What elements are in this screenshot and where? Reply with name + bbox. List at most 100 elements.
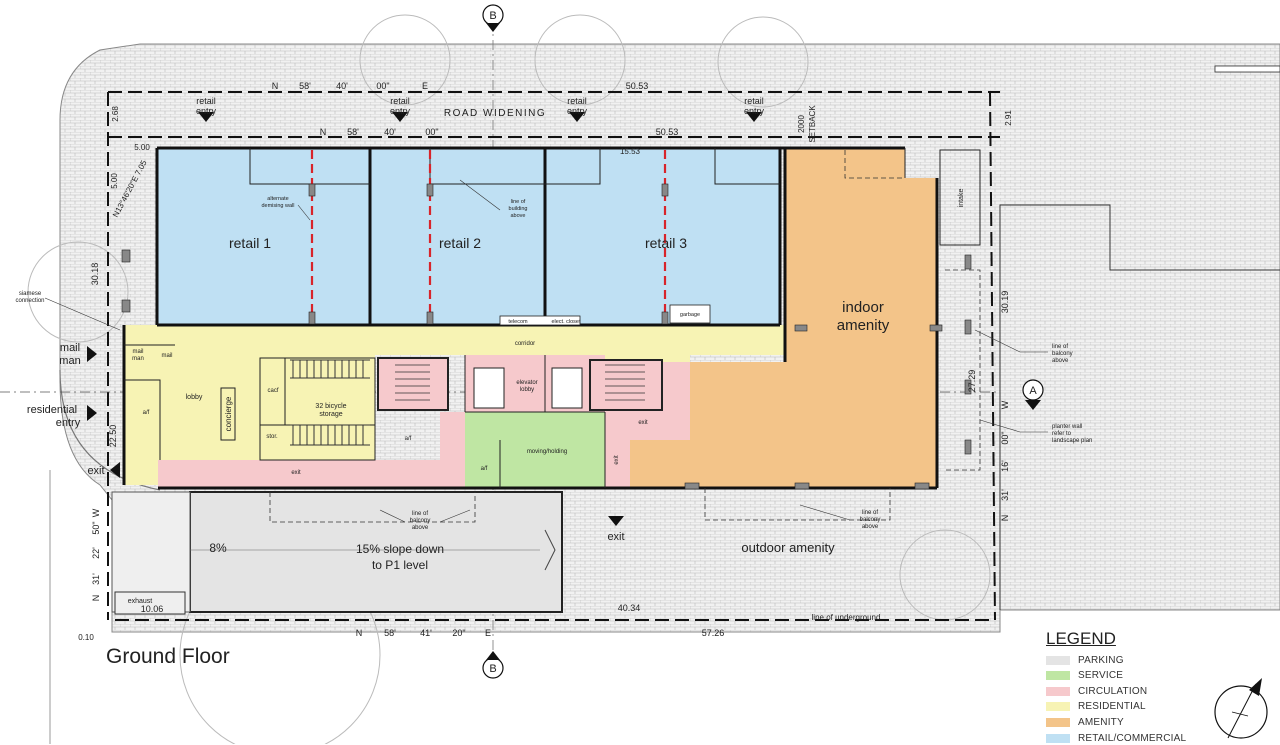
svg-text:B: B <box>489 663 496 675</box>
label-elevator-lobby: lobby <box>520 387 534 393</box>
svg-text:22.50: 22.50 <box>108 425 118 448</box>
svg-text:27.29: 27.29 <box>967 370 977 393</box>
svg-text:alternate: alternate <box>267 196 288 202</box>
property-lines <box>107 91 1000 621</box>
svg-text:line of underground: line of underground <box>812 613 881 622</box>
svg-text:building: building <box>509 206 528 212</box>
legend-swatch <box>1046 733 1070 743</box>
svg-text:30.19: 30.19 <box>1000 291 1010 314</box>
section-marker-b-top: B <box>482 4 504 32</box>
svg-text:40.34: 40.34 <box>618 603 641 613</box>
legend-item: RETAIL/COMMERCIAL <box>1046 731 1186 745</box>
svg-text:B: B <box>489 10 496 22</box>
demising-lines <box>310 150 667 323</box>
svg-text:2000: 2000 <box>797 115 806 133</box>
svg-text:balcony: balcony <box>1052 351 1073 357</box>
label-elevator: elevator <box>516 380 537 386</box>
svg-text:exit: exit <box>87 465 104 477</box>
label-garbage: garbage <box>680 312 700 318</box>
svg-text:N: N <box>356 628 363 638</box>
svg-text:58': 58' <box>299 81 311 91</box>
neighbour-box <box>1214 65 1280 73</box>
svg-text:siamese: siamese <box>19 291 42 297</box>
legend-item: AMENITY <box>1046 715 1124 729</box>
svg-text:balcony: balcony <box>860 517 881 523</box>
svg-text:58': 58' <box>347 127 359 137</box>
svg-text:entry: entry <box>567 106 588 116</box>
svg-text:entry: entry <box>196 106 217 116</box>
svg-text:above: above <box>412 525 429 531</box>
label-indoor: indoor <box>842 299 884 316</box>
svg-text:W: W <box>1000 400 1010 409</box>
exhaust-box <box>114 591 186 615</box>
intake-box <box>939 149 981 246</box>
svg-text:N: N <box>1000 515 1010 522</box>
svg-text:10.06: 10.06 <box>141 604 164 614</box>
svg-text:entry: entry <box>56 417 81 429</box>
label-bicycle-2: storage <box>319 411 342 418</box>
ramp-arrow <box>544 529 556 571</box>
stair-right <box>589 359 663 411</box>
retail-storefront-1 <box>250 148 370 184</box>
svg-text:entry: entry <box>390 106 411 116</box>
label-corridor: corridor <box>515 341 535 347</box>
neighbour-building <box>999 204 1280 610</box>
concierge-desk <box>220 387 236 441</box>
svg-text:line of: line of <box>511 199 526 205</box>
label-mail: mail <box>161 353 172 359</box>
svg-text:N: N <box>91 595 101 602</box>
label-retail-2: retail 2 <box>439 235 481 251</box>
label-exit-r1: exit <box>638 420 648 426</box>
parking-ramp <box>189 491 563 613</box>
svg-text:50.53: 50.53 <box>656 127 679 137</box>
label-exit-corridor: exit <box>291 470 301 476</box>
svg-text:50.53: 50.53 <box>626 81 649 91</box>
legend-label: CIRCULATION <box>1078 685 1148 697</box>
svg-text:mail: mail <box>60 342 80 354</box>
svg-text:retail: retail <box>567 96 587 106</box>
label-elect-closet: elect. closet <box>551 319 581 325</box>
legend-title: LEGEND <box>1046 629 1116 648</box>
svg-text:0.10: 0.10 <box>78 633 94 642</box>
svg-text:line of: line of <box>1052 344 1068 350</box>
svg-text:22': 22' <box>91 547 101 559</box>
legend-swatch <box>1046 655 1070 665</box>
svg-text:15.53: 15.53 <box>620 147 641 156</box>
label-outdoor-amenity: outdoor amenity <box>741 540 835 555</box>
legend-label: SERVICE <box>1078 670 1124 682</box>
svg-text:entry: entry <box>744 106 765 116</box>
svg-text:above: above <box>862 524 879 530</box>
label-retail-3: retail 3 <box>645 235 687 251</box>
svg-text:00": 00" <box>376 81 389 91</box>
svg-text:5.00: 5.00 <box>134 143 150 152</box>
service-zone <box>465 412 605 488</box>
svg-text:N: N <box>272 81 279 91</box>
svg-text:residential: residential <box>27 404 77 416</box>
svg-text:retail: retail <box>196 96 216 106</box>
elevators <box>473 367 583 409</box>
legend-label: RETAIL/COMMERCIAL <box>1078 732 1187 744</box>
legend-swatch <box>1046 702 1070 712</box>
legend-swatch <box>1046 686 1070 696</box>
label-af-2: a/f <box>405 436 412 442</box>
svg-text:5.00: 5.00 <box>110 173 119 189</box>
label-intake: intake <box>958 189 965 208</box>
svg-text:57.26: 57.26 <box>702 628 725 638</box>
legend-label: RESIDENTIAL <box>1078 701 1146 713</box>
label-exhaust: exhaust <box>128 598 153 605</box>
label-slope-pct: 8% <box>209 541 227 555</box>
stair-left <box>377 357 449 411</box>
label-road-widening: ROAD WIDENING <box>444 108 546 119</box>
legend-swatch <box>1046 717 1070 727</box>
svg-text:planter wall: planter wall <box>1052 424 1082 430</box>
section-marker-a: A <box>1022 379 1044 410</box>
drawing-title: Ground Floor <box>106 645 230 668</box>
svg-text:41': 41' <box>420 628 432 638</box>
label-moving: moving/holding <box>527 449 567 455</box>
svg-text:40': 40' <box>384 127 396 137</box>
svg-text:40': 40' <box>336 81 348 91</box>
columns <box>121 183 972 490</box>
label-slope-1: 15% slope down <box>356 542 444 556</box>
legend-label: PARKING <box>1078 654 1124 666</box>
